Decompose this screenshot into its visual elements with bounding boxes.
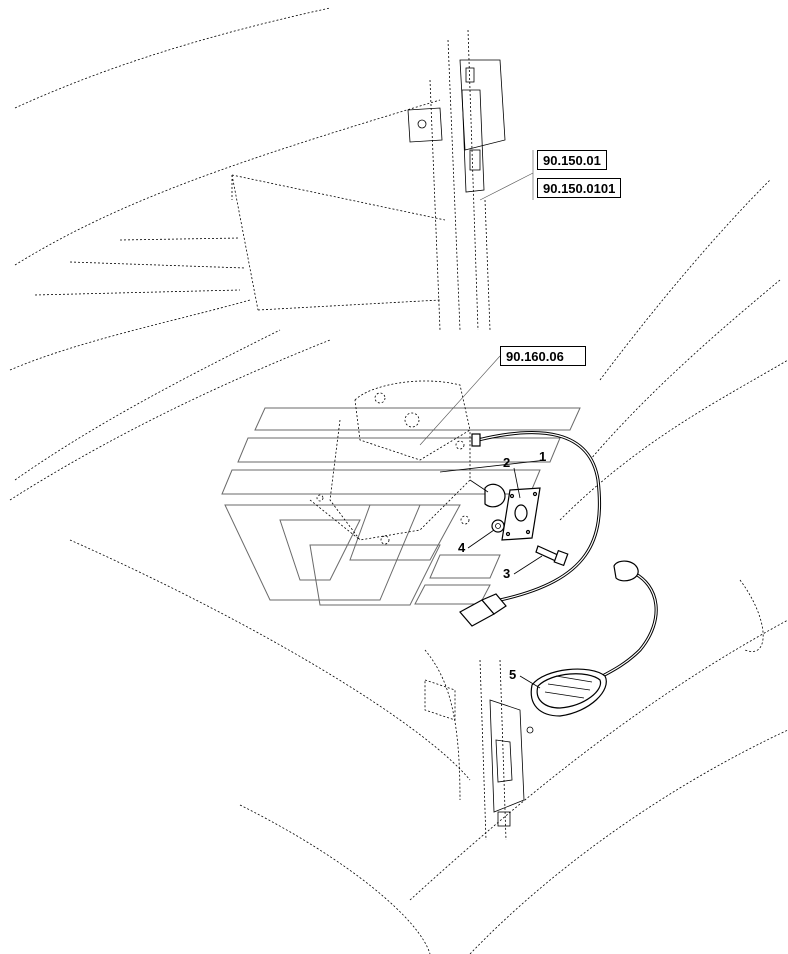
reference-box-90-150-01[interactable]: 90.150.01 bbox=[537, 150, 607, 170]
door-post-upper bbox=[407, 29, 506, 331]
part-3-bolt bbox=[535, 545, 569, 567]
callout-number-1: 1 bbox=[539, 449, 547, 464]
part-2-bracket bbox=[469, 479, 541, 541]
part-5-foot-pedal bbox=[530, 560, 658, 717]
door-post-lower bbox=[424, 649, 534, 841]
callout-number-4: 4 bbox=[458, 540, 466, 555]
callout-leaders bbox=[439, 459, 547, 689]
callout-number-5: 5 bbox=[509, 667, 517, 682]
cab-outline bbox=[9, 7, 788, 954]
watermark-logo bbox=[221, 407, 581, 606]
reference-box-90-150-0101[interactable]: 90.150.0101 bbox=[537, 178, 622, 198]
part-1-cable bbox=[459, 430, 602, 627]
part-4-nut bbox=[491, 519, 505, 533]
reference-leaders bbox=[419, 150, 534, 446]
seat-base bbox=[309, 380, 471, 545]
callout-number-3: 3 bbox=[503, 566, 511, 581]
callout-number-2: 2 bbox=[503, 455, 511, 470]
reference-box-90-160-06[interactable]: 90.160.06 bbox=[500, 346, 586, 366]
